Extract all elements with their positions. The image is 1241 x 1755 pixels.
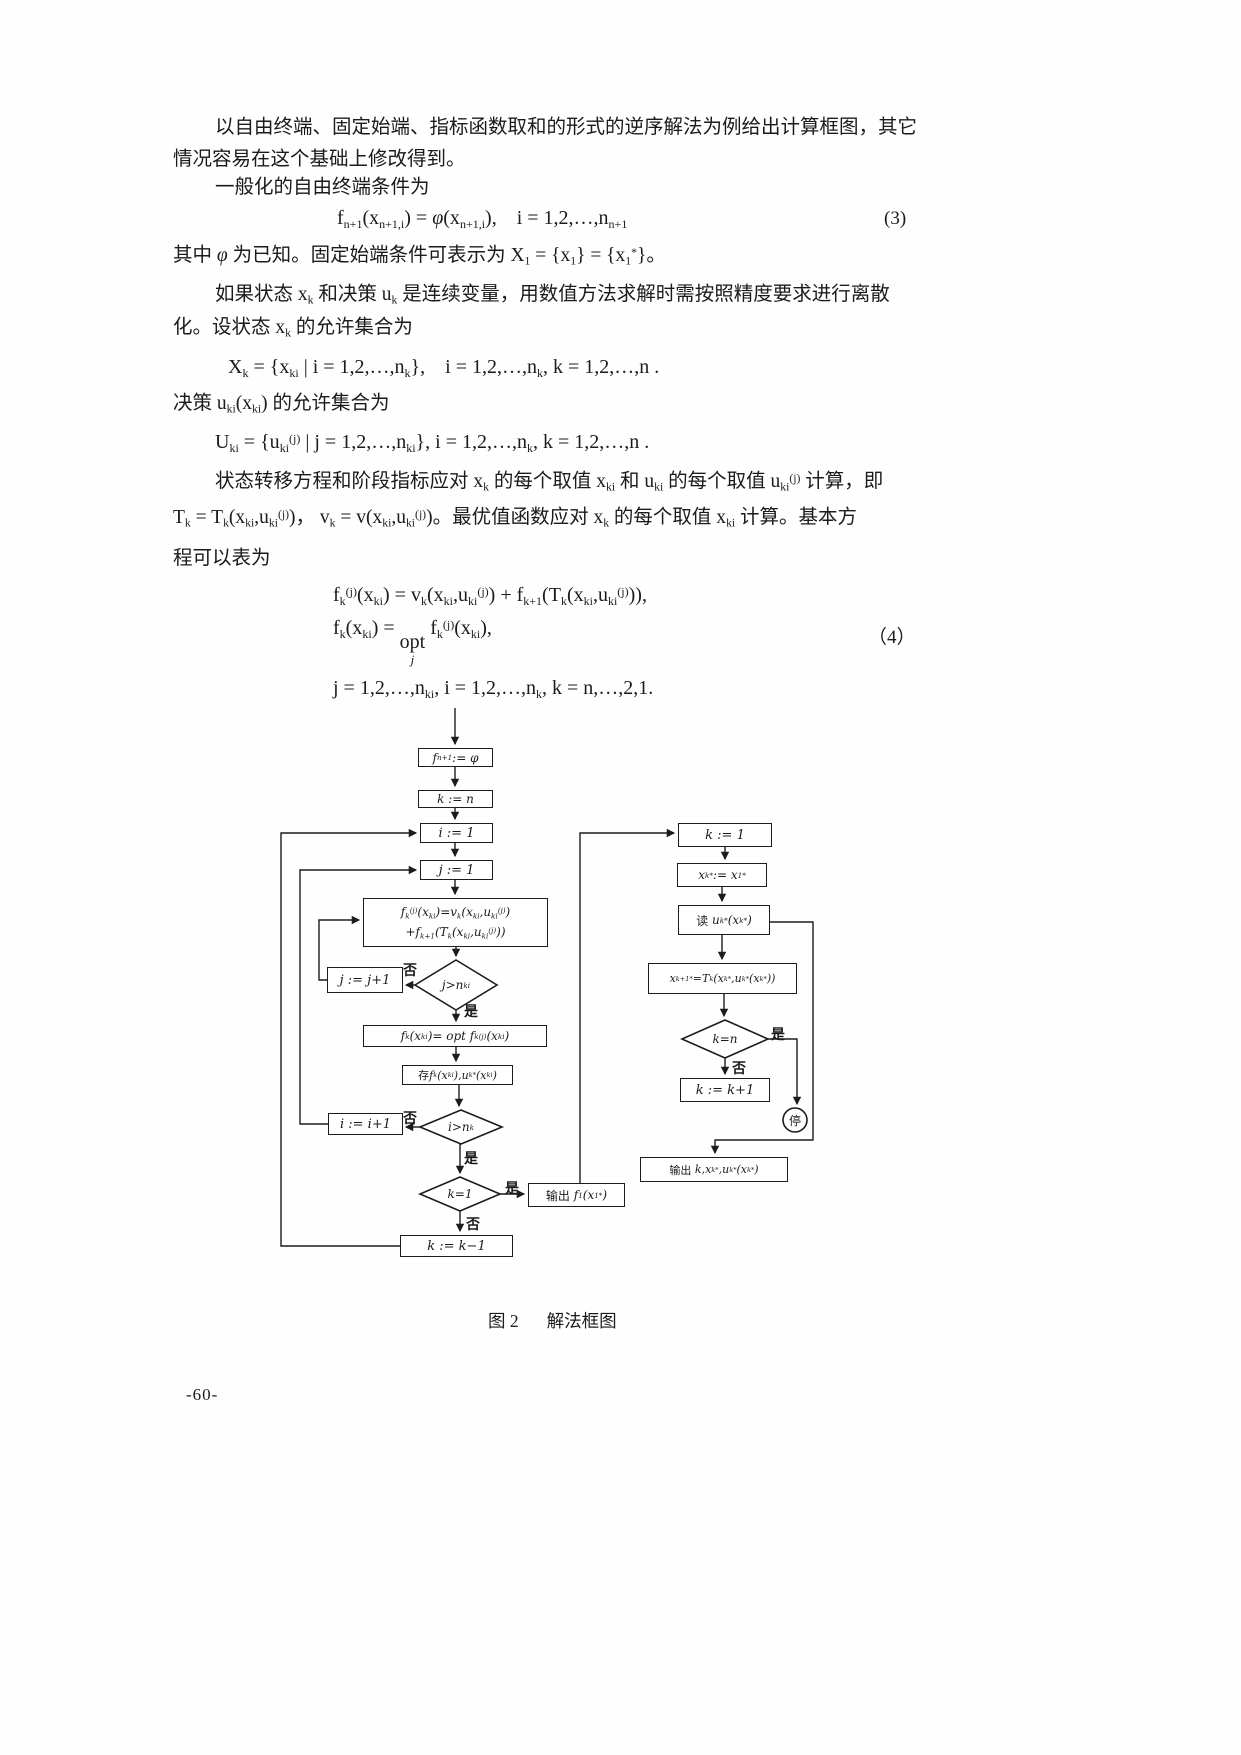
paragraph-line: 一般化的自由终端条件为 <box>215 177 430 198</box>
equation-4-line1: fk(j)(xki) = vk(xki,uki(j)) + fk+1(Tk(xk… <box>333 584 647 608</box>
page-number: -60- <box>186 1385 219 1404</box>
diamond-k-eq-n <box>680 1019 770 1059</box>
stop-circle <box>782 1107 808 1133</box>
branch-no-label: 否 <box>732 1062 746 1077</box>
equation-3: fn+1(xn+1,i) = φ(xn+1,i), i = 1,2,…,nn+1 <box>337 207 628 231</box>
branch-no-label: 否 <box>403 1112 417 1127</box>
diamond-k-eq-1 <box>417 1176 503 1212</box>
node-set-j-1: j := 1 <box>420 860 493 880</box>
flowchart-canvas <box>280 708 814 1247</box>
stop-label: 停 <box>788 1113 801 1128</box>
diamond-i-gt-nk <box>417 1109 505 1145</box>
paragraph-line: 情况容易在这个基础上修改得到。 <box>173 149 466 170</box>
node-set-k-n: k := n <box>418 790 493 808</box>
compute-f-line1: fk(j)(xki)=vk(xki,uki(j)) <box>400 905 511 921</box>
flow-connectors <box>280 708 814 1247</box>
node-k-increment: k := k+1 <box>680 1078 770 1102</box>
paragraph-line: 状态转移方程和阶段指标应对 xk 的每个取值 xki 和 uki 的每个取值 u… <box>215 471 884 494</box>
branch-yes-label: 是 <box>464 1152 478 1167</box>
branch-no-label: 否 <box>466 1218 480 1233</box>
node-i-increment: i := i+1 <box>328 1113 403 1135</box>
decision-label-k-eq-1: k=1 <box>447 1187 473 1201</box>
figure-caption: 图 2 解法框图 <box>488 1308 617 1333</box>
branch-yes-label: 是 <box>464 1005 478 1020</box>
node-set-i-1: i := 1 <box>420 823 493 843</box>
branch-no-label: 否 <box>403 964 417 979</box>
flow-decision-shapes <box>413 959 808 1212</box>
figure-caption-label: 图 2 <box>488 1311 519 1331</box>
paragraph-line: 以自由终端、固定始端、指标函数取和的形式的逆序解法为例给出计算框图，其它 <box>215 117 918 138</box>
figure-caption-title: 解法框图 <box>546 1311 617 1331</box>
equation-4-line3: j = 1,2,…,nki, i = 1,2,…,nk, k = n,…,2,1… <box>333 677 654 701</box>
branch-yes-label: 是 <box>505 1182 519 1197</box>
equation-state-set: Xk = {xki | i = 1,2,…,nk}, i = 1,2,…,nk,… <box>228 356 660 380</box>
node-set-k-1: k := 1 <box>678 823 772 847</box>
equation-4-label: （4） <box>868 627 916 648</box>
paragraph-line: 程可以表为 <box>173 548 271 569</box>
compute-f-line2: +fk+1(Tk(xki,uki(j))) <box>405 924 506 940</box>
node-k-decrement: k := k−1 <box>400 1235 513 1257</box>
paragraph-line: 决策 uki(xki) 的允许集合为 <box>173 393 390 416</box>
node-j-increment: j := j+1 <box>327 967 403 993</box>
equation-3-label: (3) <box>884 208 907 229</box>
equation-decision-set: Uki = {uki(j) | j = 1,2,…,nki}, i = 1,2,… <box>215 431 650 455</box>
paragraph-line: 其中 φ 为已知。固定始端条件可表示为 X1 = {x1} = {x1*}。 <box>173 245 666 268</box>
diamond-j-gt-nki <box>413 959 499 1011</box>
paragraph-line: 如果状态 xk 和决策 uk 是连续变量，用数值方法求解时需按照精度要求进行离散 <box>215 284 890 307</box>
decision-label-k-eq-n: k=n <box>712 1032 738 1046</box>
paragraph-line: 化。设状态 xk 的允许集合为 <box>173 317 413 340</box>
node-compute-f: fk(j)(xki)=vk(xki,uki(j)) +fk+1(Tk(xki,u… <box>363 898 548 947</box>
paragraph-line: Tk = Tk(xki,uki(j))， vk = v(xki,uki(j))。… <box>173 507 858 530</box>
branch-yes-label: 是 <box>771 1028 785 1043</box>
